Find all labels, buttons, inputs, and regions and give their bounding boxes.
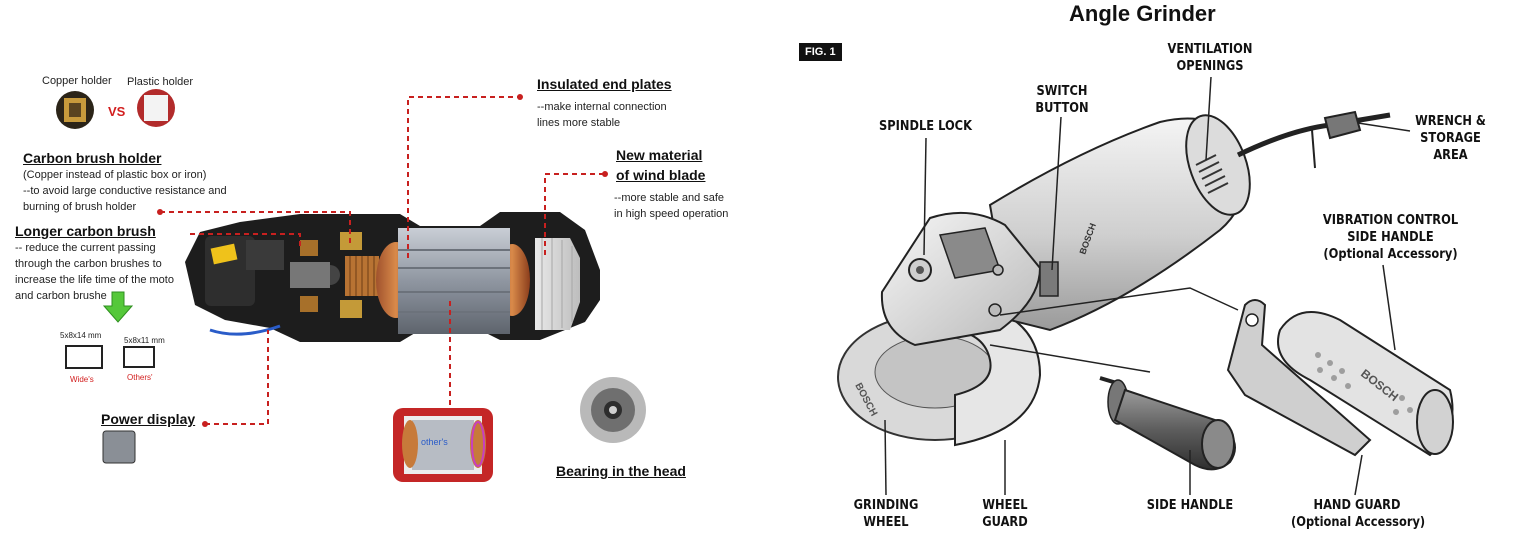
power-display-image: [102, 430, 136, 464]
power-display-title: Power display: [101, 411, 196, 427]
carbon-brush-holder-desc: (Copper instead of plastic box or iron) …: [23, 169, 227, 213]
switch-button-label: SWITCH BUTTON: [1035, 84, 1089, 116]
spindle-lock-label: SPINDLE LOCK: [879, 119, 972, 134]
bearing-head-image: [580, 377, 646, 443]
wide-brand-label: Wide's: [70, 375, 94, 384]
side-handle: [1099, 376, 1236, 471]
wheel-guard-label: WHEEL GUARD: [982, 498, 1028, 530]
leader-dots: [157, 94, 608, 427]
accessory-connector-lines: [989, 287, 1239, 373]
brush-size-icons: [65, 345, 155, 369]
callout-lines: [884, 76, 1411, 496]
wide-size-label: 5x8x14 mm: [60, 331, 102, 340]
hand-guard-label: HAND GUARD (Optional Accessory): [1291, 498, 1426, 530]
ventilation-openings-label: VENTILATION OPENINGS: [1167, 42, 1253, 74]
grinder-head: [880, 211, 1059, 347]
vibration-control-handle-and-guard: [1226, 299, 1454, 457]
other-size-label: 5x8x11 mm: [124, 336, 165, 345]
copper-holder-image: [56, 91, 94, 129]
insulated-end-plates-desc: --make internal connection lines more st…: [537, 101, 667, 129]
wind-blade-desc: --more stable and safe in high speed ope…: [614, 192, 729, 220]
longer-carbon-brush-desc: -- reduce the current passing through th…: [15, 242, 174, 302]
side-handle-label: SIDE HANDLE: [1146, 498, 1234, 513]
longer-carbon-brush-title: Longer carbon brush: [15, 223, 156, 239]
figure-badge: FIG. 1: [799, 43, 842, 61]
others-stator-label: other's: [421, 437, 448, 447]
grinding-wheel-label: GRINDING WHEEL: [853, 498, 919, 530]
down-arrow-icon: [102, 291, 134, 323]
plastic-holder-label: Plastic holder: [127, 76, 194, 88]
others-brand-label: Others': [127, 373, 153, 382]
diagram-title: Angle Grinder: [1069, 1, 1216, 26]
others-stator-image: [393, 408, 493, 482]
insulated-end-plates-title: Insulated end plates: [537, 76, 672, 92]
motor-housing: [185, 212, 600, 342]
bearing-head-title: Bearing in the head: [556, 463, 686, 479]
vibration-control-label: VIBRATION CONTROL SIDE HANDLE (Optional …: [1322, 213, 1459, 262]
carbon-brush-holder-title: Carbon brush holder: [23, 150, 162, 166]
wrench-storage-label: WRENCH & STORAGE AREA: [1415, 114, 1486, 163]
wheel-guard: [954, 298, 1042, 447]
leader-lines: [160, 96, 605, 425]
copper-holder-label: Copper holder: [42, 75, 112, 87]
vs-label: VS: [108, 104, 126, 119]
wind-blade-title: New material of wind blade: [616, 147, 706, 183]
plastic-holder-image: [137, 89, 175, 127]
